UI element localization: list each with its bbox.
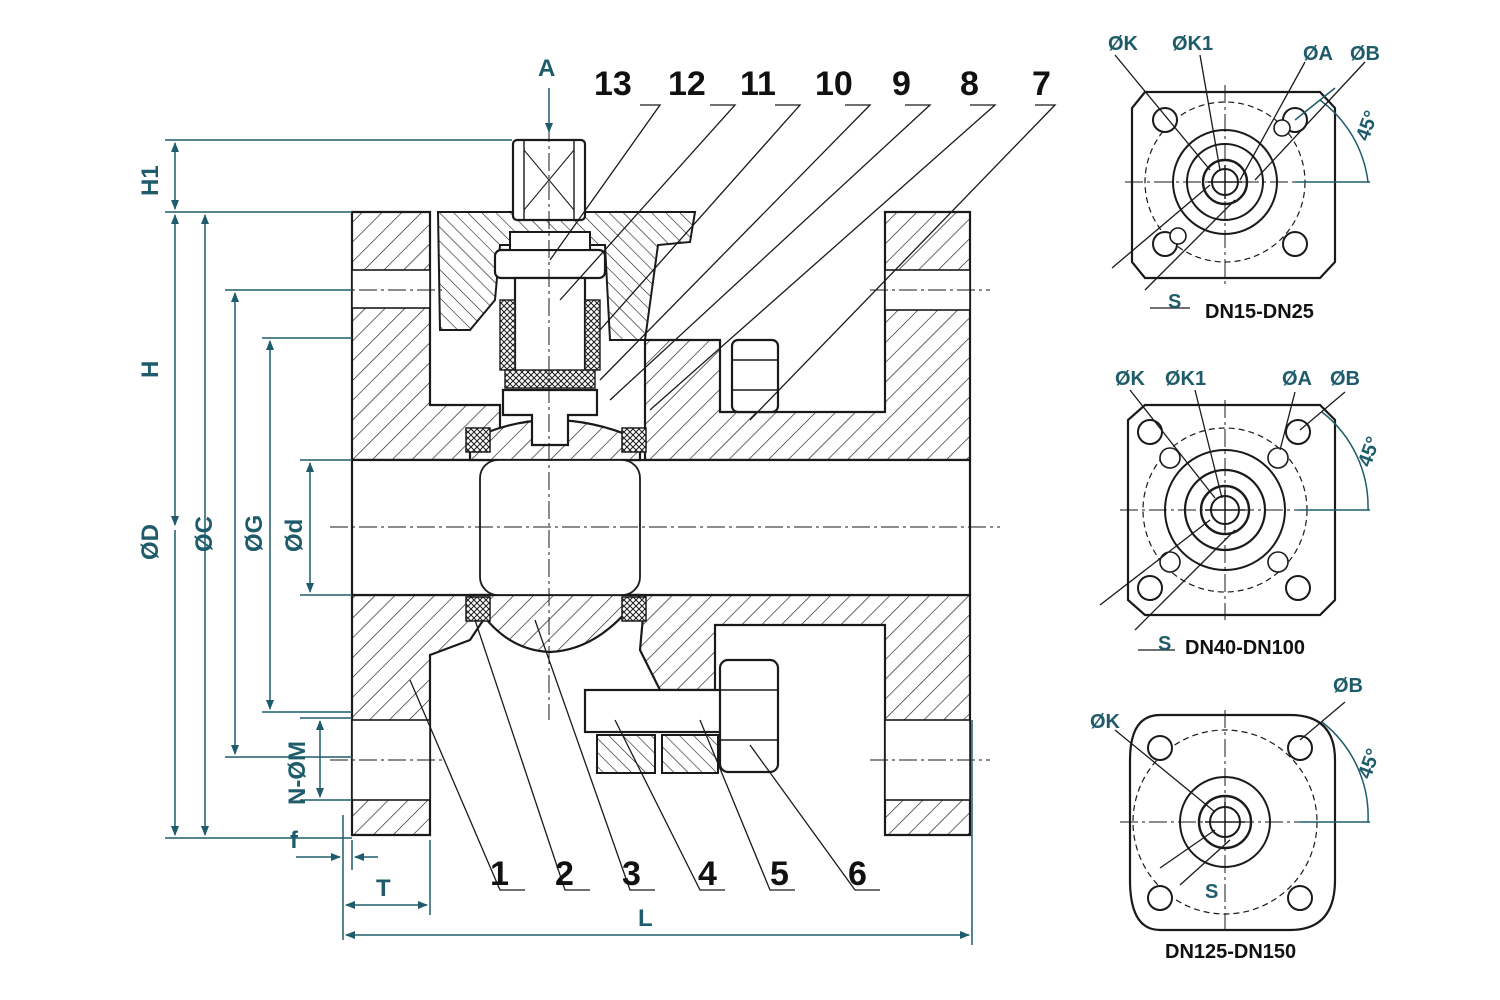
part-number-4: 4 bbox=[698, 855, 717, 893]
label-ob: ØB bbox=[1330, 368, 1360, 390]
packing-right bbox=[584, 299, 601, 371]
stem-tang bbox=[501, 388, 599, 447]
top-view-dn125-dn150: ØK ØB 45° S DN125-DN150 bbox=[1090, 675, 1385, 963]
packing-left bbox=[499, 299, 516, 371]
caption-dn40-dn100: DN40-DN100 bbox=[1185, 637, 1305, 659]
ball-lower bbox=[468, 593, 643, 654]
part-number-11: 11 bbox=[740, 65, 776, 103]
label-oa: ØA bbox=[1303, 43, 1333, 65]
dim-oc: ØC bbox=[191, 516, 218, 552]
seat-right-top bbox=[621, 427, 647, 453]
dim-n-om: N-ØM bbox=[284, 741, 311, 805]
lower-washer bbox=[661, 734, 719, 774]
dim-f: f bbox=[290, 827, 299, 854]
label-ok: ØK bbox=[1108, 33, 1139, 55]
part-number-9: 9 bbox=[892, 65, 911, 103]
right-body-part bbox=[643, 210, 972, 462]
label-ok1: ØK1 bbox=[1172, 33, 1213, 55]
label-ob: ØB bbox=[1350, 43, 1380, 65]
dim-od-bore: Ød bbox=[281, 519, 308, 552]
part-number-5: 5 bbox=[770, 855, 789, 893]
part-numbers: 13 12 11 10 9 8 7 1 2 3 4 5 6 bbox=[490, 65, 1051, 893]
dim-t: T bbox=[376, 875, 391, 902]
left-flange-hole-top bbox=[351, 269, 431, 309]
label-ok1: ØK1 bbox=[1165, 368, 1206, 390]
label-s: S bbox=[1205, 881, 1218, 903]
upper-bolt bbox=[730, 338, 780, 414]
lower-nut bbox=[718, 658, 780, 774]
part-number-2: 2 bbox=[555, 855, 574, 893]
part-number-12: 12 bbox=[668, 65, 706, 103]
seat-left-bottom bbox=[465, 596, 491, 622]
part-number-13: 13 bbox=[594, 65, 632, 103]
label-ok: ØK bbox=[1115, 368, 1146, 390]
dim-l: L bbox=[638, 905, 653, 932]
top-view-dn15-dn25: ØK ØK1 ØA ØB 45° S DN15-DN25 bbox=[1108, 33, 1383, 323]
caption-dn125-dn150: DN125-DN150 bbox=[1165, 941, 1296, 963]
dim-a: A bbox=[538, 55, 555, 82]
part-number-7: 7 bbox=[1032, 65, 1051, 103]
part-number-1: 1 bbox=[490, 855, 509, 893]
leaders-bottom bbox=[409, 619, 880, 891]
label-angle: 45° bbox=[1352, 108, 1383, 144]
section-view: 13 12 11 10 9 8 7 1 2 3 4 5 6 A bbox=[137, 55, 1057, 945]
seat-left-top bbox=[465, 427, 491, 453]
part-number-3: 3 bbox=[622, 855, 641, 893]
dim-h1: H1 bbox=[137, 165, 164, 196]
seat-right-bottom bbox=[621, 596, 647, 622]
label-s: S bbox=[1158, 633, 1171, 655]
part-number-6: 6 bbox=[848, 855, 867, 893]
mounting-pad bbox=[436, 211, 697, 341]
caption-dn15-dn25: DN15-DN25 bbox=[1205, 301, 1314, 323]
label-s: S bbox=[1168, 291, 1181, 313]
dimensions: A H1 H ØD ØC Ø bbox=[137, 55, 973, 945]
part-number-8: 8 bbox=[960, 65, 979, 103]
dim-h: H bbox=[137, 361, 164, 378]
label-ok: ØK bbox=[1090, 711, 1121, 733]
label-ob: ØB bbox=[1333, 675, 1363, 697]
stem-collar bbox=[509, 231, 591, 251]
lower-bolt-shank bbox=[583, 688, 732, 734]
dim-od: ØD bbox=[137, 524, 164, 560]
stem-washer bbox=[504, 369, 596, 389]
gland-nut bbox=[493, 248, 607, 280]
label-oa: ØA bbox=[1282, 368, 1312, 390]
label-angle: 45° bbox=[1354, 434, 1385, 470]
leaders-top bbox=[549, 104, 1057, 421]
label-angle: 45° bbox=[1354, 746, 1385, 782]
top-view-dn40-dn100: ØK ØK1 ØA ØB 45° S DN40-DN100 bbox=[1099, 368, 1385, 659]
dim-og: ØG bbox=[241, 515, 268, 552]
part-number-10: 10 bbox=[815, 65, 853, 103]
